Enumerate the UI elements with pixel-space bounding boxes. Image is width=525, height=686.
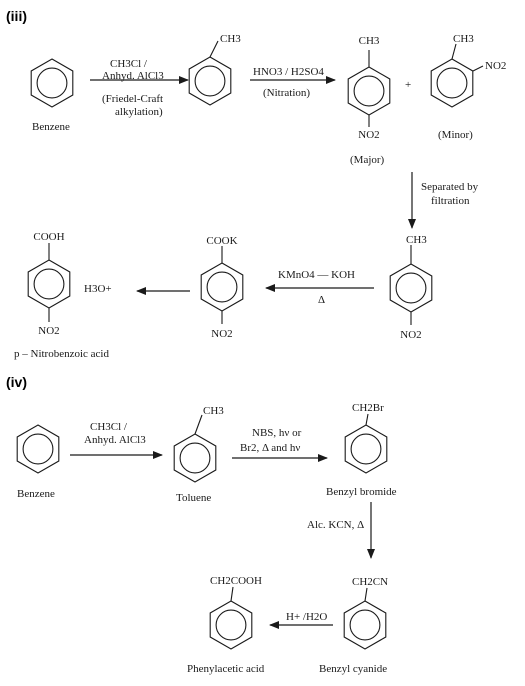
reagent-friedel-craft: (Friedel-Craft bbox=[102, 93, 163, 105]
hexagon-outline bbox=[173, 433, 217, 483]
k-salt-nitro-label: NO2 bbox=[211, 328, 232, 340]
aromatic-circle bbox=[349, 609, 381, 641]
benzyl-cyanide-ring bbox=[343, 600, 387, 650]
methyl-bond bbox=[194, 414, 203, 435]
section-label-iv: (iv) bbox=[6, 374, 27, 390]
benzene-label-2: Benzene bbox=[17, 488, 55, 500]
aromatic-circle bbox=[215, 609, 247, 641]
ch2cn-bond bbox=[364, 587, 368, 602]
hexagon-outline bbox=[343, 600, 387, 650]
aromatic-circle bbox=[179, 442, 211, 474]
hexagon-outline bbox=[16, 424, 60, 474]
toluene-methyl-label-2: CH3 bbox=[203, 405, 224, 417]
toluene-label: Toluene bbox=[176, 492, 211, 504]
reagent-nbs: NBS, hν or bbox=[252, 427, 302, 439]
p-nitrotoluene-methyl-label: CH3 bbox=[359, 35, 380, 47]
o-nitrotoluene-methyl-label: CH3 bbox=[453, 33, 474, 45]
p-nitrotoluene-ring bbox=[347, 66, 391, 116]
toluene-ring-2 bbox=[173, 433, 217, 483]
aromatic-circle bbox=[22, 433, 54, 465]
reagent-filtration: filtration bbox=[431, 195, 470, 207]
carboxylate-label: COOK bbox=[206, 235, 237, 247]
hexagon-outline bbox=[209, 600, 253, 650]
reagent-ch3cl: CH3Cl / bbox=[110, 58, 148, 70]
separated-p-nitrotoluene-ring bbox=[389, 263, 433, 313]
hexagon-outline bbox=[430, 58, 474, 108]
separated-nitro-label: NO2 bbox=[400, 329, 421, 341]
benzene-label: Benzene bbox=[32, 121, 70, 133]
acid-nitro-label: NO2 bbox=[38, 325, 59, 337]
reagent-nitration: (Nitration) bbox=[263, 87, 310, 99]
aromatic-circle bbox=[36, 67, 68, 99]
nitro-bond bbox=[472, 65, 484, 72]
reagent-separated-by: Separated by bbox=[421, 181, 479, 193]
reagent-kmno4-koh: KMnO4 — KOH bbox=[278, 269, 355, 281]
ch2cooh-bond bbox=[230, 586, 234, 602]
carboxyl-label: COOH bbox=[33, 231, 64, 243]
phenylacetic-acid-label: Phenylacetic acid bbox=[187, 663, 265, 675]
reagent-alcl3-2: Anhyd. AlCl3 bbox=[84, 434, 146, 446]
ch2br-label: CH2Br bbox=[352, 402, 384, 414]
reagent-alkylation: alkylation) bbox=[115, 106, 163, 118]
aromatic-circle bbox=[395, 272, 427, 304]
reagent-br2: Br2, Δ and hν bbox=[240, 442, 300, 454]
reagent-nitrating-mixture: HNO3 / H2SO4 bbox=[253, 66, 324, 78]
aromatic-circle bbox=[33, 268, 65, 300]
methyl-bond bbox=[451, 43, 457, 60]
reagent-kcn: Alc. KCN, Δ bbox=[307, 519, 364, 531]
benzene-ring bbox=[30, 58, 74, 108]
hexagon-outline bbox=[188, 56, 232, 106]
benzyl-bromide-ring bbox=[344, 424, 388, 474]
plus-sign: + bbox=[405, 79, 411, 91]
ch2cooh-label: CH2COOH bbox=[210, 575, 262, 587]
aromatic-circle bbox=[350, 433, 382, 465]
minor-product-label: (Minor) bbox=[438, 129, 473, 141]
potassium-nitrobenzoate-ring bbox=[200, 262, 244, 312]
hexagon-outline bbox=[30, 58, 74, 108]
aromatic-circle bbox=[436, 67, 468, 99]
section-label-iii: (iii) bbox=[6, 8, 27, 24]
methyl-bond bbox=[209, 40, 219, 58]
ch2br-bond bbox=[365, 413, 369, 426]
major-product-label: (Major) bbox=[350, 154, 385, 166]
reagent-heat: Δ bbox=[318, 294, 325, 306]
benzyl-cyanide-label: Benzyl cyanide bbox=[319, 663, 387, 675]
nitrobenzoic-acid-ring bbox=[27, 259, 71, 309]
aromatic-circle bbox=[206, 271, 238, 303]
phenylacetic-acid-ring bbox=[209, 600, 253, 650]
benzyl-bromide-label: Benzyl bromide bbox=[326, 486, 397, 498]
aromatic-circle bbox=[194, 65, 226, 97]
toluene-ring bbox=[188, 56, 232, 106]
reagent-hydronium: H3O+ bbox=[84, 283, 112, 295]
benzene-ring-2 bbox=[16, 424, 60, 474]
separated-methyl-label: CH3 bbox=[406, 234, 427, 246]
reagent-ch3cl-2: CH3Cl / bbox=[90, 421, 128, 433]
o-nitrotoluene-nitro-label: NO2 bbox=[485, 60, 506, 72]
hexagon-outline bbox=[344, 424, 388, 474]
p-nitrobenzoic-acid-label: p – Nitrobenzoic acid bbox=[14, 348, 109, 360]
toluene-methyl-label: CH3 bbox=[220, 33, 241, 45]
reagent-hydrolysis: H+ /H2O bbox=[286, 611, 327, 623]
reagent-alcl3: Anhyd. AlCl3 bbox=[102, 70, 164, 82]
p-nitrotoluene-nitro-label: NO2 bbox=[358, 129, 379, 141]
o-nitrotoluene-ring bbox=[430, 58, 474, 108]
aromatic-circle bbox=[353, 75, 385, 107]
ch2cn-label: CH2CN bbox=[352, 576, 388, 588]
